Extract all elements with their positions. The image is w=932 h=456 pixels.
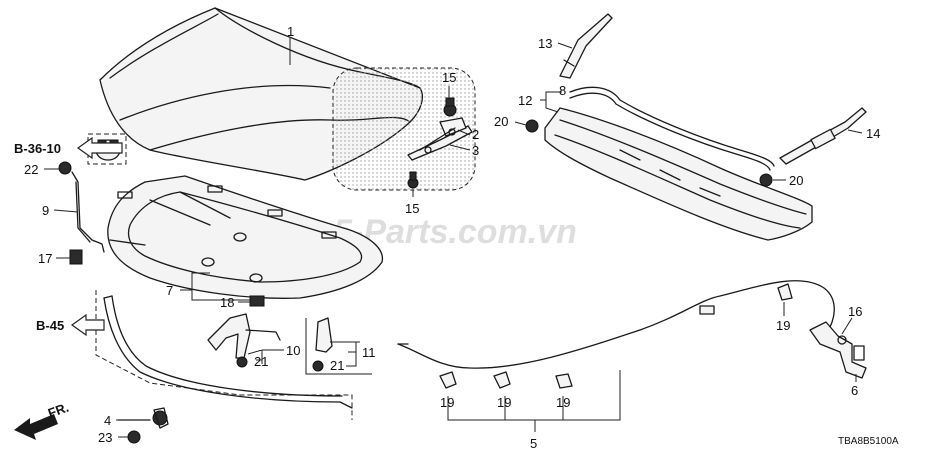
cable-clip-19-a	[439, 371, 457, 389]
hinge-assembly	[407, 117, 473, 161]
callout-4: 4	[104, 413, 111, 428]
callout-1: 1	[287, 24, 294, 39]
group-line-5	[447, 370, 621, 432]
release-cable	[397, 280, 835, 369]
callout-16: 16	[848, 304, 862, 319]
group-line-12	[540, 91, 562, 113]
bracket-11-box	[305, 318, 372, 375]
group-line-10	[247, 349, 284, 364]
callout-20a: 20	[494, 114, 508, 129]
leader-2	[457, 129, 471, 136]
group-line-7	[180, 272, 250, 301]
diagram-code: TBA8B5100A	[838, 436, 899, 447]
callout-5: 5	[530, 436, 537, 451]
leader-13	[557, 42, 573, 49]
callout-19a: 19	[440, 395, 454, 410]
latch-stud	[117, 407, 169, 444]
leader-14	[847, 129, 863, 134]
callout-13: 13	[538, 36, 552, 51]
cowl-screw-20-left	[525, 119, 539, 133]
callout-6: 6	[851, 383, 858, 398]
clip-18	[249, 295, 265, 307]
callout-17: 17	[38, 251, 52, 266]
hood-support-rod	[58, 161, 105, 265]
ref-arrow-upper	[76, 136, 123, 160]
callout-23: 23	[98, 430, 112, 445]
front-label: FR.	[46, 400, 71, 421]
callout-19d: 19	[776, 318, 790, 333]
callout-21b: 21	[330, 358, 344, 373]
callout-14: 14	[866, 126, 880, 141]
leader-9	[53, 209, 79, 213]
callout-15b: 15	[405, 201, 419, 216]
cowl-top	[544, 107, 813, 241]
ref-arrow-lower	[70, 313, 105, 337]
wiper-blade	[779, 107, 867, 165]
callout-11: 11	[362, 345, 376, 360]
cable-clip-19-d	[777, 283, 793, 301]
callout-8: 8	[559, 83, 566, 98]
cowl-screw-20-right	[759, 173, 773, 187]
hinge-bolt-15-lower	[407, 171, 419, 189]
cable-clip-19-b	[493, 371, 511, 389]
callout-19c: 19	[556, 395, 570, 410]
callout-21a: 21	[254, 354, 268, 369]
callout-10: 10	[286, 343, 300, 358]
front-weatherstrip	[103, 295, 353, 409]
wiper-arm	[559, 13, 613, 79]
leader-20a	[514, 121, 527, 126]
callout-3: 3	[472, 143, 479, 158]
callout-2: 2	[472, 127, 479, 142]
callout-9: 9	[42, 203, 49, 218]
cowl-seal	[569, 86, 775, 171]
bracket-11	[312, 317, 333, 372]
leader-16	[841, 317, 853, 335]
ref-upper: B-36-10	[14, 141, 61, 156]
callout-22: 22	[24, 162, 38, 177]
callout-20b: 20	[789, 173, 803, 188]
ref-lower: B-45	[36, 318, 64, 333]
bracket-10	[207, 313, 281, 368]
hinge-detail-area	[332, 67, 476, 191]
callout-12: 12	[518, 93, 532, 108]
cable-clip-19-c	[555, 373, 573, 389]
front-arrow	[14, 414, 58, 440]
callout-18: 18	[220, 295, 234, 310]
callout-7: 7	[166, 283, 173, 298]
group-line-11	[330, 341, 360, 367]
leader-3	[449, 144, 471, 151]
hinge-bolt-15-upper	[443, 97, 457, 117]
callout-19b: 19	[497, 395, 511, 410]
release-lever	[809, 321, 867, 379]
callout-15a: 15	[442, 70, 456, 85]
hood-inner-frame	[107, 175, 384, 299]
